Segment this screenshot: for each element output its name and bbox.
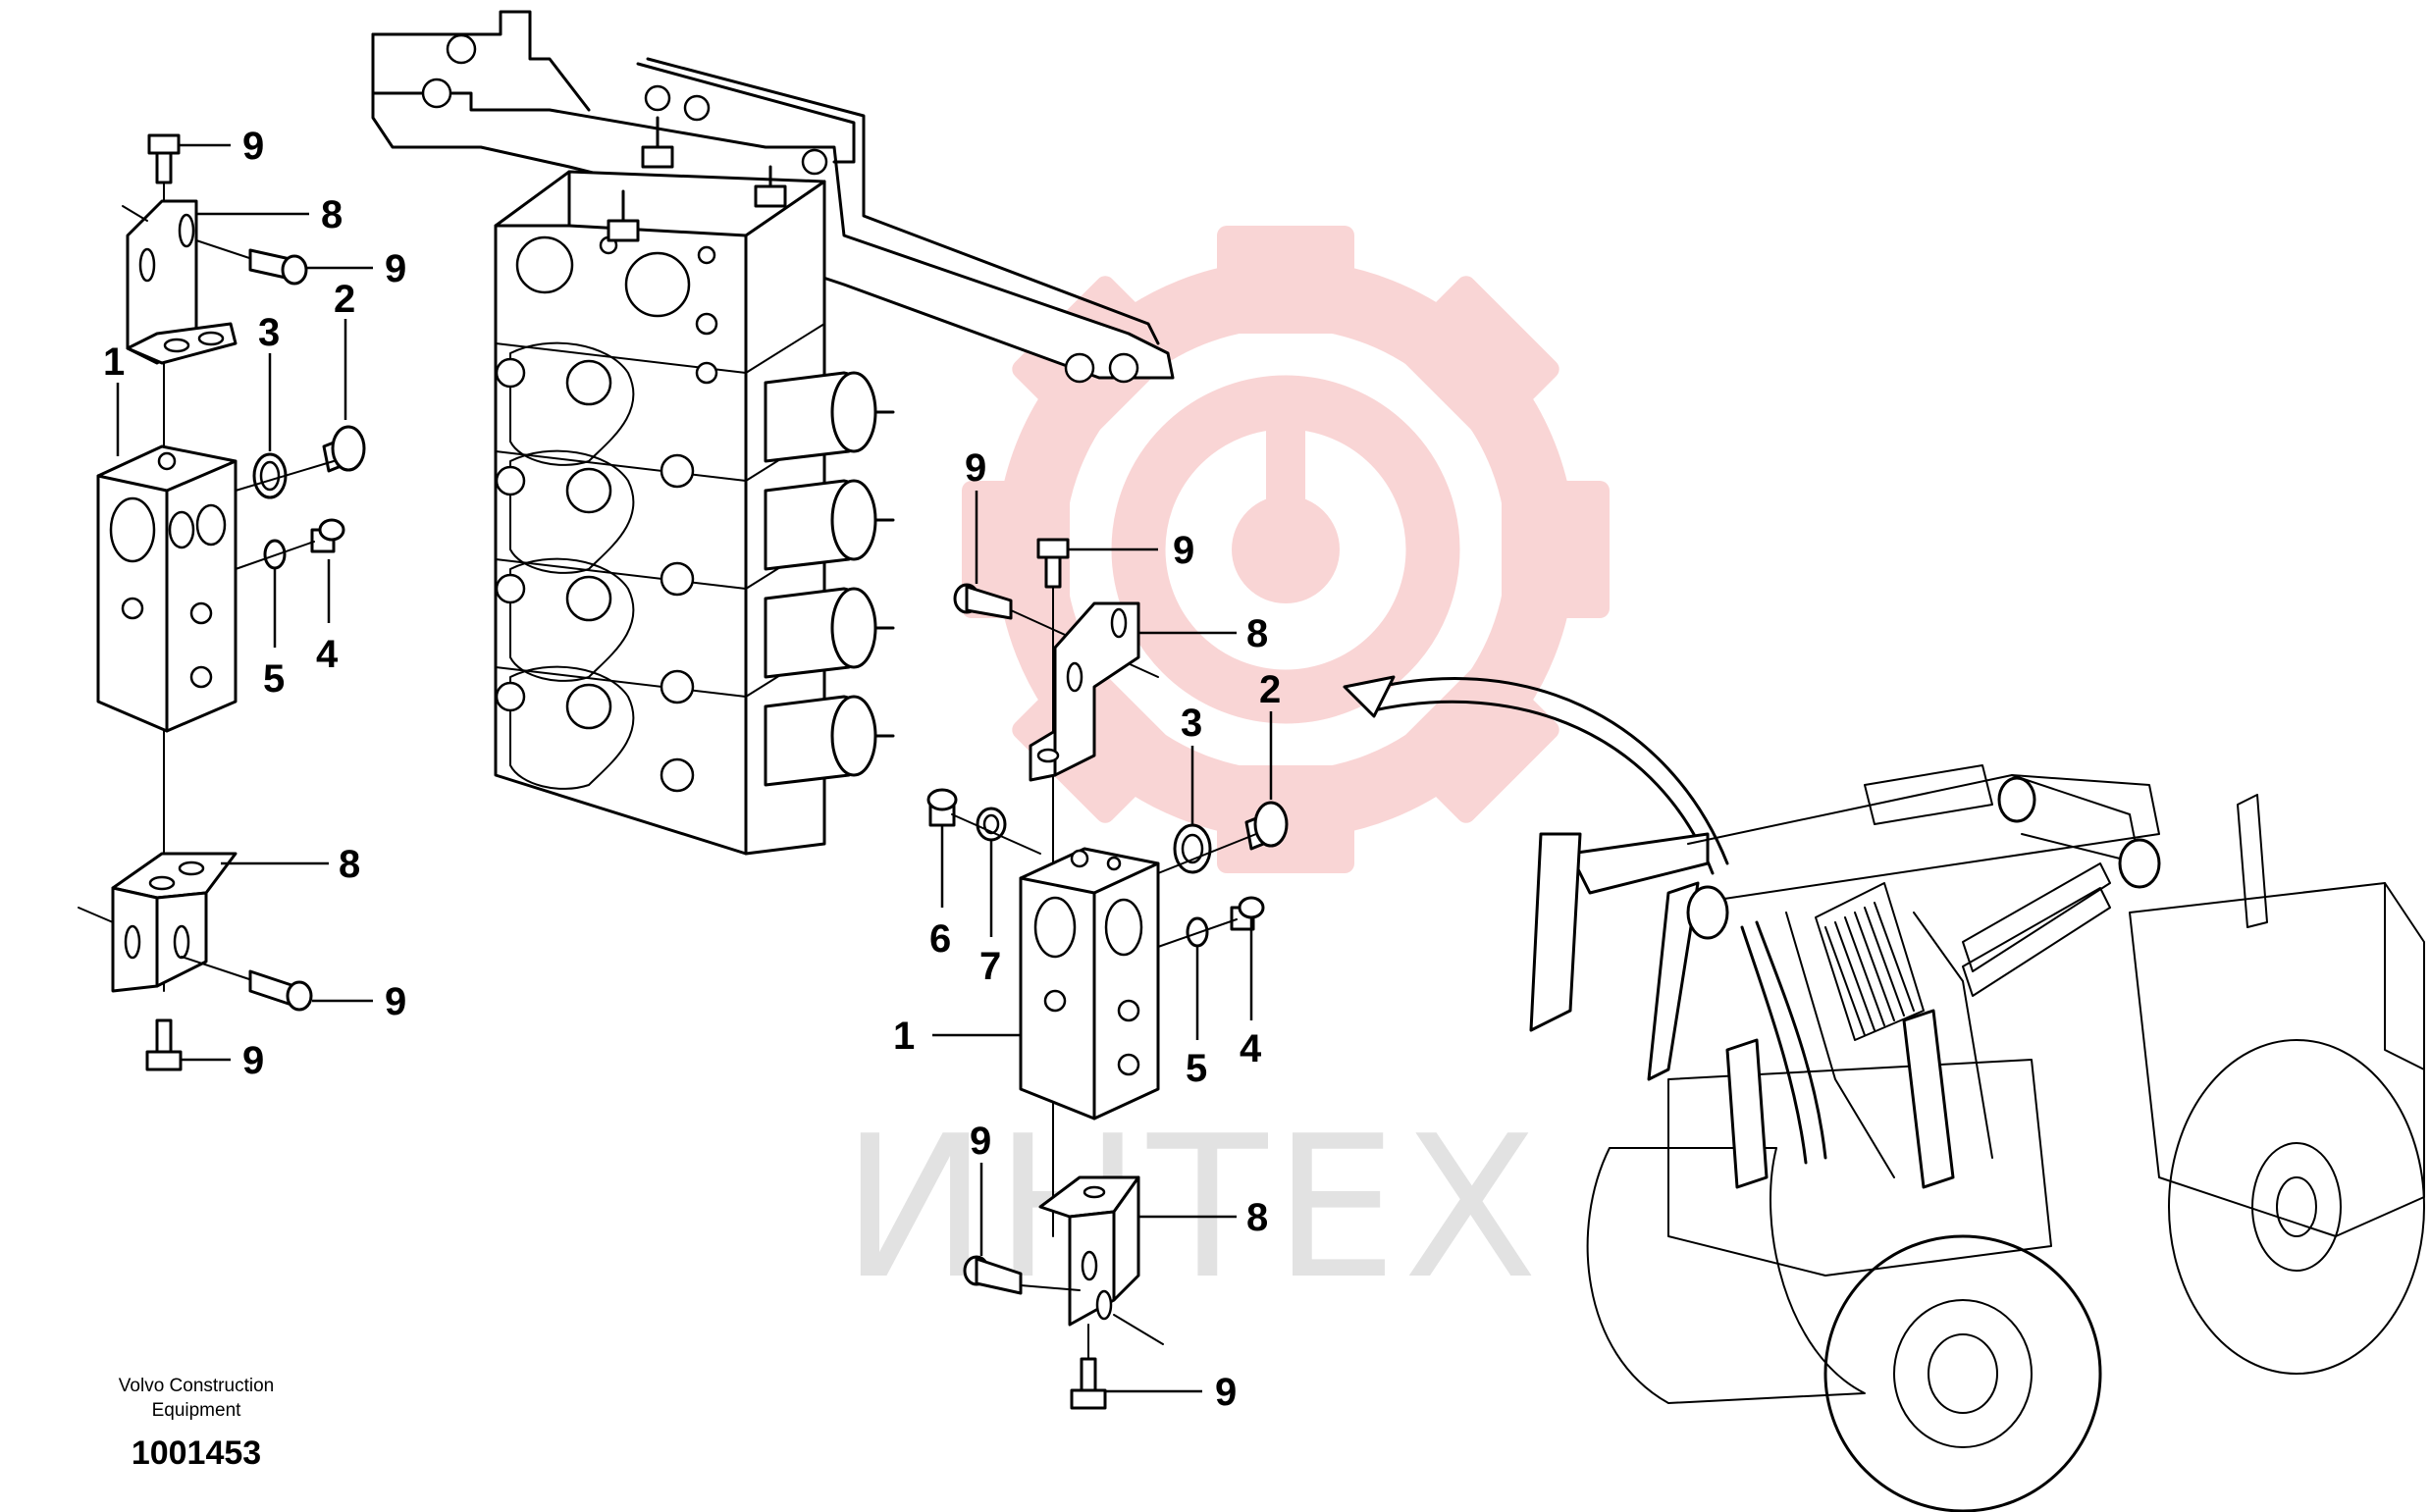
callout-mid-block: 1	[893, 1015, 915, 1058]
company-name: Volvo Construction Equipment	[59, 1374, 334, 1423]
mounting-plate	[371, 10, 1175, 384]
callout-left-plug-small: 4	[316, 633, 339, 676]
left-bolt-bottom	[145, 1018, 183, 1071]
wheel-loader-machine	[1529, 764, 2425, 1512]
mid-bolt-top	[1036, 538, 1070, 589]
company-line-2: Equipment	[151, 1400, 241, 1421]
callout-mid-bolt-top: 9	[1173, 529, 1194, 572]
callout-left-bolt-side-top: 9	[385, 247, 406, 290]
location-arrow	[1343, 675, 1827, 1165]
callout-mid-bolt-bottom: 9	[1215, 1371, 1237, 1414]
left-valve-block	[96, 444, 238, 733]
callout-mid-bolt-side-top: 9	[965, 446, 986, 490]
drawing-number: 1001453	[131, 1434, 262, 1472]
callout-mid-seal-ring: 3	[1181, 702, 1202, 745]
left-plug	[322, 425, 366, 473]
callout-left-bolt-bottom: 9	[242, 1039, 264, 1082]
left-bolt-side-bottom	[181, 956, 313, 1012]
left-plug-small	[310, 518, 345, 553]
company-line-1: Volvo Construction	[118, 1376, 275, 1396]
left-bolt-top	[147, 133, 181, 184]
callout-mid-bolt-side-bottom: 9	[970, 1120, 991, 1163]
callout-mid-plug-small: 4	[1240, 1027, 1262, 1070]
valve-ports	[495, 235, 718, 793]
valve-studs	[607, 116, 787, 242]
left-bolt-side-top	[195, 239, 308, 286]
mid-bracket-top	[1029, 601, 1140, 782]
mid-valve-block	[1019, 847, 1160, 1121]
control-valve-assembly	[494, 116, 895, 856]
left-exploded-assembly	[78, 133, 366, 1071]
callout-left-bolt-top: 9	[242, 125, 264, 168]
callout-left-seal-ring: 3	[258, 311, 280, 354]
mid-plug	[1244, 801, 1289, 851]
mid-bolt-side-top	[953, 583, 1159, 678]
callout-mid-washer: 5	[1186, 1047, 1207, 1090]
callout-mid-plug-left: 6	[929, 917, 951, 961]
mid-bolt-bottom	[1070, 1357, 1107, 1410]
watermark-gear-icon	[962, 226, 1610, 873]
loader-rack	[1815, 862, 2111, 1041]
callout-numbers: 9 8 9 2 3 1 4 5 8 9 9 9 9 8 3 2 6 7 1 5 …	[103, 125, 1281, 1414]
solenoid-valves	[764, 371, 895, 787]
middle-exploded-assembly	[926, 538, 1289, 1410]
left-bracket-bottom	[78, 852, 238, 993]
callout-left-washer: 5	[263, 657, 285, 701]
callout-left-bracket-top: 8	[321, 193, 343, 236]
mid-bolt-side-bottom	[963, 1255, 1081, 1295]
mid-plug-small	[1230, 896, 1265, 931]
mid-bracket-bottom	[1038, 1175, 1164, 1345]
callout-mid-plug: 2	[1259, 668, 1281, 711]
left-bracket-top	[122, 199, 238, 365]
callout-left-plug: 2	[334, 278, 355, 321]
callout-mid-bracket-bottom: 8	[1246, 1196, 1268, 1239]
watermark-text: ИНТЕХ	[841, 1094, 1544, 1323]
callout-left-block: 1	[103, 340, 125, 384]
mid-plug-left	[926, 788, 958, 827]
callout-mid-bracket-top: 8	[1246, 612, 1268, 655]
callout-mid-washer-left: 7	[979, 945, 1001, 988]
callout-left-bolt-side-bottom: 9	[385, 980, 406, 1023]
callout-leaders	[116, 143, 1273, 1393]
callout-left-bracket-bottom: 8	[339, 843, 360, 886]
